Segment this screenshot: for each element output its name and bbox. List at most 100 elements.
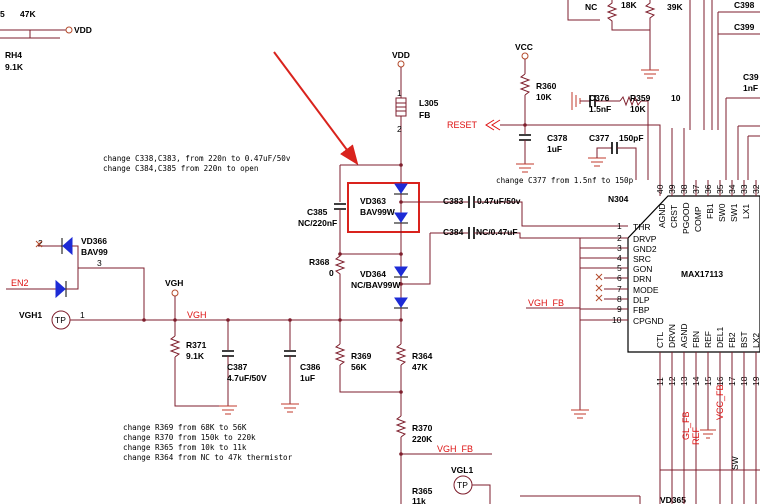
label-39k: 39K — [667, 2, 683, 12]
svg-text:39: 39 — [667, 184, 677, 194]
label-vgh1: VGH1 — [19, 310, 42, 320]
label-c398: C398 — [734, 0, 755, 10]
rh4-circuit: 5 47K VDD RH4 9.1K — [0, 9, 92, 72]
diode-vd363: VD363 BAV99W — [360, 183, 468, 267]
pin-fb2: FB2 — [727, 332, 737, 348]
resistor-r369: R369 56K — [334, 318, 401, 393]
label-vcc: VCC — [515, 42, 533, 52]
note-5: change R370 from 150k to 220k — [123, 433, 256, 442]
label-r359-val: 10K — [630, 104, 646, 114]
label-rh4-val: 9.1K — [5, 62, 24, 72]
label-vdd-left: VDD — [74, 25, 92, 35]
label-c384: C384 — [443, 227, 464, 237]
label-r360-val: 10K — [536, 92, 552, 102]
label-vd364: VD364 — [360, 269, 386, 279]
pin-bst: BST — [739, 331, 749, 348]
svg-text:38: 38 — [679, 184, 689, 194]
label-reset: RESET — [447, 120, 478, 130]
svg-text:2: 2 — [397, 124, 402, 134]
svg-text:6: 6 — [617, 273, 622, 283]
pin-drvp: DRVP — [633, 234, 657, 244]
label-r365: R365 — [412, 486, 433, 496]
pin-cpgnd: CPGND — [633, 316, 664, 326]
label-vgl1: VGL1 — [451, 465, 473, 475]
note-4: change R369 from 68K to 56K — [123, 423, 247, 432]
vcc-reset-circuit: VCC R360 10K RESET C378 1uF — [447, 42, 661, 180]
label-tl-5: 5 — [0, 9, 5, 19]
pin-lx1: LX1 — [741, 204, 751, 219]
label-vd366-val: BAV99 — [81, 247, 108, 257]
label-c399: C399 — [734, 22, 755, 32]
label-l305: L305 — [419, 98, 439, 108]
capacitor-c383: C383 0.47uF/50v — [443, 196, 580, 227]
label-r368: R368 — [309, 257, 330, 267]
note-3: change C377 from 1.5nf to 150p — [496, 176, 634, 185]
svg-text:7: 7 — [617, 284, 622, 294]
label-c377-val: 150pF — [619, 133, 644, 143]
label-c39: C39 — [743, 72, 759, 82]
label-18k: 18K — [621, 0, 637, 10]
label-c39-val: 1nF — [743, 83, 758, 93]
label-rh4: RH4 — [5, 50, 22, 60]
svg-text:32: 32 — [751, 184, 760, 194]
label-c383: C383 — [443, 196, 464, 206]
label-pin1: 1 — [80, 310, 85, 320]
pin-agnd-top: AGND — [657, 203, 667, 228]
label-vd364-val: NC/BAV99W — [351, 280, 401, 290]
label-vd363: VD363 — [360, 196, 386, 206]
pin-ctl: CTL — [655, 332, 665, 348]
pin-gon: GON — [633, 264, 652, 274]
label-c386-val: 1uF — [300, 373, 315, 383]
pin-fbn: FBN — [691, 331, 701, 348]
svg-text:4: 4 — [617, 253, 622, 263]
pin-fbp: FBP — [633, 305, 650, 315]
svg-text:34: 34 — [727, 184, 737, 194]
label-col-10: 10 — [671, 93, 681, 103]
pin-src: SRC — [633, 254, 651, 264]
label-nc-top: NC — [585, 2, 597, 12]
capacitor-c387: C387 4.7uF/50V — [219, 318, 267, 415]
label-vgh-top: VGH — [165, 278, 183, 288]
top-right-circuit: NC 18K 39K C398 C399 C39 1nF — [567, 0, 760, 180]
capacitor-c384: C384 NC/0.47uF — [401, 227, 580, 285]
pin-lx2: LX2 — [751, 333, 760, 348]
svg-text:5: 5 — [617, 263, 622, 273]
c376-r359: C376 1.5nF R359 10K 10 — [571, 92, 681, 180]
label-vgh-fb-right: VGH_FB — [528, 298, 564, 308]
label-r369-val: 56K — [351, 362, 367, 372]
label-sw-side: SW — [730, 456, 740, 470]
resistor-r370: R370 220K VGH_FB — [395, 415, 492, 504]
label-tl-47k: 47K — [20, 9, 36, 19]
svg-text:37: 37 — [691, 184, 701, 194]
label-tp2: TP — [457, 480, 468, 490]
label-c386: C386 — [300, 362, 321, 372]
label-c383-val: 0.47uF/50v — [477, 196, 521, 206]
label-r371-val: 9.1K — [186, 351, 205, 361]
resistor-r371: R371 9.1K — [169, 320, 228, 407]
label-r365-val: 11k — [412, 496, 426, 504]
svg-text:10: 10 — [612, 315, 622, 325]
testpoint-vgh1: VGH1 TP 1 VGH VGH — [19, 278, 401, 330]
label-r364-val: 47K — [412, 362, 428, 372]
capacitor-c386: C386 1uF — [281, 318, 321, 413]
pin-ref: REF — [703, 331, 713, 348]
bottom-circuit: VGL1 TP R365 11k VD365 — [412, 465, 686, 504]
svg-text:3: 3 — [617, 243, 622, 253]
label-c387-val: 4.7uF/50V — [227, 373, 267, 383]
capacitor-c385: C385 NC/220nF — [298, 203, 346, 256]
label-r360: R360 — [536, 81, 557, 91]
pin-pgood: PGOOD — [681, 202, 691, 234]
pin-dlp: DLP — [633, 295, 650, 305]
label-l305-val: FB — [419, 110, 430, 120]
label-r371: R371 — [186, 340, 207, 350]
label-c378-val: 1uF — [547, 144, 562, 154]
pin-drn: DRN — [633, 274, 651, 284]
capacitor-c377: C377 150pF — [588, 133, 644, 180]
label-c378: C378 — [547, 133, 568, 143]
label-r368-val: 0 — [329, 268, 334, 278]
note-2: change C384,C385 from 220n to open — [103, 164, 258, 173]
note-7: change R364 from NC to 47k thermistor — [123, 453, 293, 462]
label-vd365: VD365 — [660, 495, 686, 504]
